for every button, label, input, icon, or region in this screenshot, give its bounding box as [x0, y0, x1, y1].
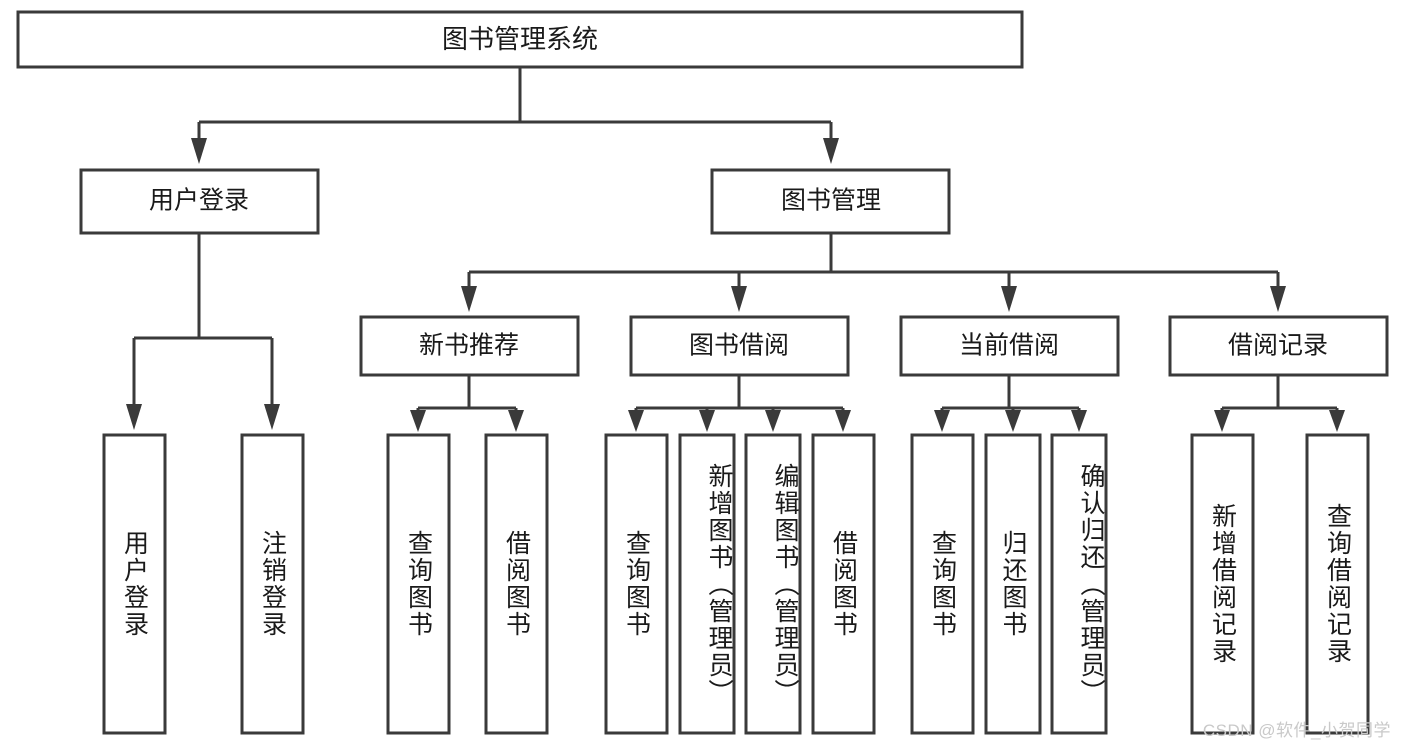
- node-user-login-label: 用户登录: [149, 187, 249, 215]
- leaf-box-query-borrow-record[interactable]: [1305, 433, 1370, 735]
- node-new-book-recommend-box[interactable]: [359, 315, 580, 377]
- connector-group-borrow-record-to-leaves: [1214, 375, 1345, 432]
- connector-group-root-to-level2: [191, 67, 839, 164]
- arrow-head-leaf-query-book-recommend: [410, 410, 426, 432]
- arrow-head-book-management: [823, 138, 839, 164]
- leaf-box-query-book-recommend[interactable]: [386, 433, 451, 735]
- leaf-box-logout[interactable]: [240, 433, 305, 735]
- leaf-box-add-book-admin[interactable]: [678, 433, 736, 735]
- node-root-box[interactable]: [16, 10, 1024, 69]
- arrow-head-current-borrow: [1001, 286, 1017, 312]
- node-borrow-record[interactable]: 借阅记录: [1168, 315, 1389, 377]
- arrow-head-leaf-add-book-admin: [699, 410, 715, 432]
- connector-group-new-book-recommend-to-leaves: [410, 375, 524, 432]
- node-root[interactable]: 图书管理系统: [16, 10, 1024, 69]
- leaf-box-add-borrow-record[interactable]: [1190, 433, 1255, 735]
- leaf-box-borrow-book[interactable]: [811, 433, 876, 735]
- connector-group-book-management-to-level3: [461, 233, 1286, 312]
- node-new-book-recommend[interactable]: 新书推荐: [359, 315, 580, 377]
- arrow-head-leaf-return-book: [1005, 410, 1021, 432]
- csdn-watermark: CSDN @软件_小贺同学: [1202, 721, 1391, 740]
- node-new-book-recommend-label: 新书推荐: [419, 332, 519, 360]
- arrow-head-user-login: [191, 138, 207, 164]
- leaf-box-edit-book-admin[interactable]: [744, 433, 802, 735]
- arrow-head-leaf-user-login: [126, 404, 142, 430]
- leaf-box-query-book-current[interactable]: [910, 433, 975, 735]
- arrow-head-leaf-add-borrow-record: [1214, 410, 1230, 432]
- arrow-head-leaf-query-borrow-record: [1329, 410, 1345, 432]
- node-book-management-label: 图书管理: [781, 187, 881, 215]
- node-current-borrow-label: 当前借阅: [959, 332, 1059, 360]
- arrow-head-borrow-record: [1270, 286, 1286, 312]
- leaf-box-query-book-borrow[interactable]: [604, 433, 669, 735]
- leaf-box-borrow-book-recommend[interactable]: [484, 433, 549, 735]
- arrow-head-leaf-query-book-current: [934, 410, 950, 432]
- node-user-login[interactable]: 用户登录: [79, 168, 320, 235]
- node-borrow-record-label: 借阅记录: [1228, 332, 1328, 360]
- arrow-head-new-book-recommend: [461, 286, 477, 312]
- node-book-management[interactable]: 图书管理: [710, 168, 951, 235]
- leaf-boxes: [102, 433, 1370, 735]
- node-book-borrow-box[interactable]: [629, 315, 850, 377]
- leaf-box-confirm-return-admin[interactable]: [1050, 433, 1108, 735]
- leaf-box-return-book[interactable]: [984, 433, 1042, 735]
- node-root-label: 图书管理系统: [442, 24, 598, 54]
- arrow-head-leaf-logout: [264, 404, 280, 430]
- node-book-borrow-label: 图书借阅: [689, 332, 789, 360]
- arrow-head-leaf-borrow-book-recommend: [508, 410, 524, 432]
- leaf-box-user-login[interactable]: [102, 433, 167, 735]
- connector-group-user-login-to-leaves: [126, 233, 280, 430]
- node-user-login-box[interactable]: [79, 168, 320, 235]
- node-book-management-box[interactable]: [710, 168, 951, 235]
- node-current-borrow-box[interactable]: [899, 315, 1120, 377]
- node-borrow-record-box[interactable]: [1168, 315, 1389, 377]
- connector-group-current-borrow-to-leaves: [934, 375, 1087, 432]
- node-book-borrow[interactable]: 图书借阅: [629, 315, 850, 377]
- arrow-head-leaf-borrow-book: [835, 410, 851, 432]
- arrow-head-leaf-edit-book-admin: [765, 410, 781, 432]
- arrow-head-book-borrow: [731, 286, 747, 312]
- node-current-borrow[interactable]: 当前借阅: [899, 315, 1120, 377]
- arrow-head-leaf-confirm-return-admin: [1071, 410, 1087, 432]
- connector-group-book-borrow-to-leaves: [628, 375, 851, 432]
- arrow-head-leaf-query-book-borrow: [628, 410, 644, 432]
